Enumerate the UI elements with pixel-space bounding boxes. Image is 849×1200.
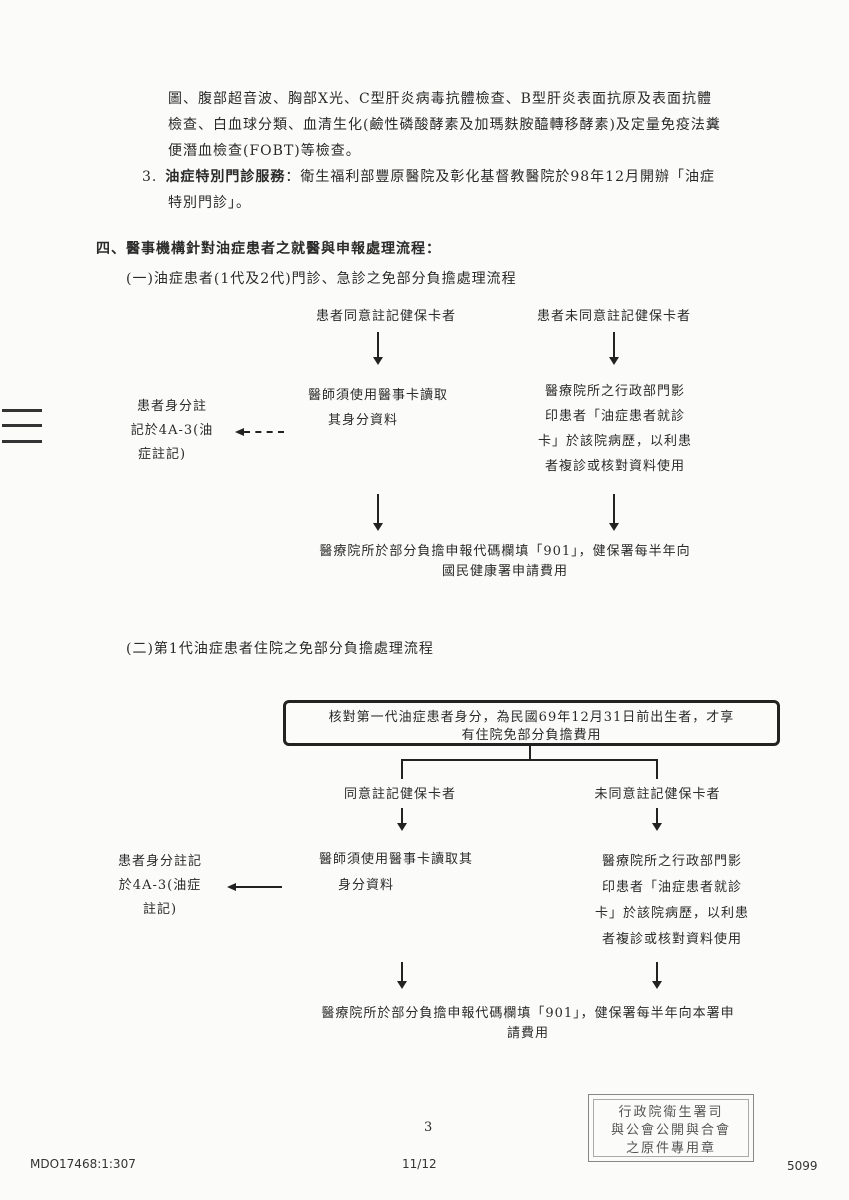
flow2-arrow-right-2 — [656, 962, 658, 982]
flow1-arrow-left-1 — [377, 332, 379, 358]
flow2-arrowhead-right-2 — [652, 981, 662, 989]
stamp-line-3: 之原件專用章 — [625, 1141, 716, 1156]
flow1-doctor-line-1: 醫師須使用醫事卡讀取 — [307, 388, 448, 403]
flow1-hospital-line-3: 卡」於該院病歷，以利患 — [537, 434, 692, 449]
flow1-no-consent-label: 患者未同意註記健保卡者 — [536, 309, 691, 324]
intro-line-2: 檢查、白血球分類、血清生化(鹼性磷酸酵素及加瑪麩胺醯轉移酵素)及定量免疫法糞 — [168, 117, 721, 133]
intro-line-1: 圖、腹部超音波、胸部X光、C型肝炎病毒抗體檢查、B型肝炎表面抗原及表面抗體 — [168, 91, 712, 107]
flow2-note-line-2: 於4A-3(油症 — [118, 878, 202, 893]
flow1-title: (一)油症患者(1代及2代)門診、急診之免部分負擔處理流程 — [126, 271, 517, 287]
flow1-hospital-line-4: 者複診或核對資料使用 — [544, 459, 685, 474]
flow2-top-line-1: 核對第一代油症患者身分，為民國69年12月31日前出生者，才享 — [328, 710, 735, 725]
flow2-bottom-line-2: 請費用 — [506, 1026, 549, 1041]
item3-line-2: 特別門診」。 — [168, 195, 251, 211]
flow1-arrow-right-1 — [613, 332, 615, 358]
flow2-arrowhead-left-1 — [397, 823, 407, 831]
binding-mark-1 — [2, 409, 42, 412]
official-stamp: 行政院衛生署司 與公會公開與合會 之原件專用章 — [588, 1094, 754, 1162]
flow2-hospital-line-4: 者複診或核對資料使用 — [601, 932, 742, 947]
flow2-top-line-2: 有住院免部分負擔費用 — [461, 728, 602, 743]
flow2-arrow-left-2 — [401, 962, 403, 982]
item3-colon: ： — [285, 169, 301, 185]
flow2-consent-label: 同意註記健保卡者 — [343, 787, 456, 802]
binding-mark-3 — [2, 440, 42, 443]
flow1-note-line-3: 症註記) — [137, 447, 187, 462]
flow2-arrow-left-1 — [401, 808, 403, 824]
flow1-bottom-line-2: 國民健康署申請費用 — [441, 564, 568, 579]
flow1-arrowhead-left-2 — [373, 523, 383, 531]
section4-heading: 四、醫事機構針對油症患者之就醫與申報處理流程： — [96, 241, 441, 257]
flow2-doctor-line-1: 醫師須使用醫事卡讀取其 — [318, 852, 473, 867]
flow1-arrowhead-left-1 — [373, 357, 383, 365]
binding-mark-2 — [2, 424, 42, 427]
footer-left: MDO17468:1:307 — [30, 1157, 136, 1171]
flow2-arrowhead-right-1 — [652, 823, 662, 831]
flow2-arrow-to-note — [236, 886, 282, 888]
flow2-connector-left — [401, 759, 403, 779]
flow2-note-line-1: 患者身分註記 — [117, 854, 202, 869]
flow1-note-line-2: 記於4A-3(油 — [130, 423, 214, 438]
flow2-arrowhead-to-note — [227, 883, 236, 891]
stamp-line-2: 與公會公開與合會 — [610, 1123, 731, 1138]
flow2-hospital-line-3: 卡」於該院病歷，以利患 — [594, 906, 749, 921]
flow2-connector-right — [656, 759, 658, 779]
flow1-arrow-right-2 — [613, 494, 615, 524]
flow2-connector-stem — [529, 746, 531, 760]
flow1-arrowhead-right-2 — [609, 523, 619, 531]
flow1-hospital-line-2: 印患者「油症患者就診 — [544, 409, 685, 424]
flow1-arrowhead-to-note — [235, 428, 244, 436]
item3-line-1: 3. 油症特別門診服務：衛生福利部豐原醫院及彰化基督教醫院於98年12月開辦「油症 — [142, 164, 715, 190]
flow1-doctor-line-2: 其身分資料 — [327, 413, 398, 428]
flow2-note-line-3: 註記) — [142, 902, 178, 917]
flow1-bottom-line-1: 醫療院所於部分負擔申報代碼欄填「901」，健保署每半年向 — [319, 544, 691, 559]
flow2-top-box — [283, 700, 780, 746]
footer-center: 11/12 — [402, 1157, 437, 1171]
flow1-hospital-line-1: 醫療院所之行政部門影 — [544, 384, 685, 399]
flow1-consent-label: 患者同意註記健保卡者 — [315, 309, 456, 324]
page-number: 3 — [424, 1120, 433, 1135]
flow1-arrowhead-right-1 — [609, 357, 619, 365]
flow2-hospital-line-2: 印患者「油症患者就診 — [601, 880, 742, 895]
flow1-arrow-left-2 — [377, 494, 379, 524]
flow2-arrow-right-1 — [656, 808, 658, 824]
flow2-doctor-line-2: 身分資料 — [337, 878, 394, 893]
footer-right: 5099 — [787, 1159, 818, 1173]
flow1-arrow-to-note — [244, 431, 284, 433]
flow1-note-line-1: 患者身分註 — [136, 399, 207, 414]
flow2-arrowhead-left-2 — [397, 981, 407, 989]
stamp-inner-border — [593, 1099, 749, 1157]
flow2-title: (二)第1代油症患者住院之免部分負擔處理流程 — [126, 641, 434, 657]
flow2-bottom-line-1: 醫療院所於部分負擔申報代碼欄填「901」，健保署每半年向本署申 — [321, 1006, 735, 1021]
item3-text-1: 衛生福利部豐原醫院及彰化基督教醫院於98年12月開辦「油症 — [300, 169, 715, 185]
intro-line-3: 便潛血檢查(FOBT)等檢查。 — [168, 143, 361, 159]
item3-number: 3. — [142, 169, 158, 185]
flow2-no-consent-label: 未同意註記健保卡者 — [594, 787, 721, 802]
item3-term: 油症特別門診服務 — [165, 169, 286, 185]
flow2-connector-bar — [401, 759, 658, 761]
stamp-line-1: 行政院衛生署司 — [618, 1105, 724, 1120]
flow2-hospital-line-1: 醫療院所之行政部門影 — [601, 854, 742, 869]
